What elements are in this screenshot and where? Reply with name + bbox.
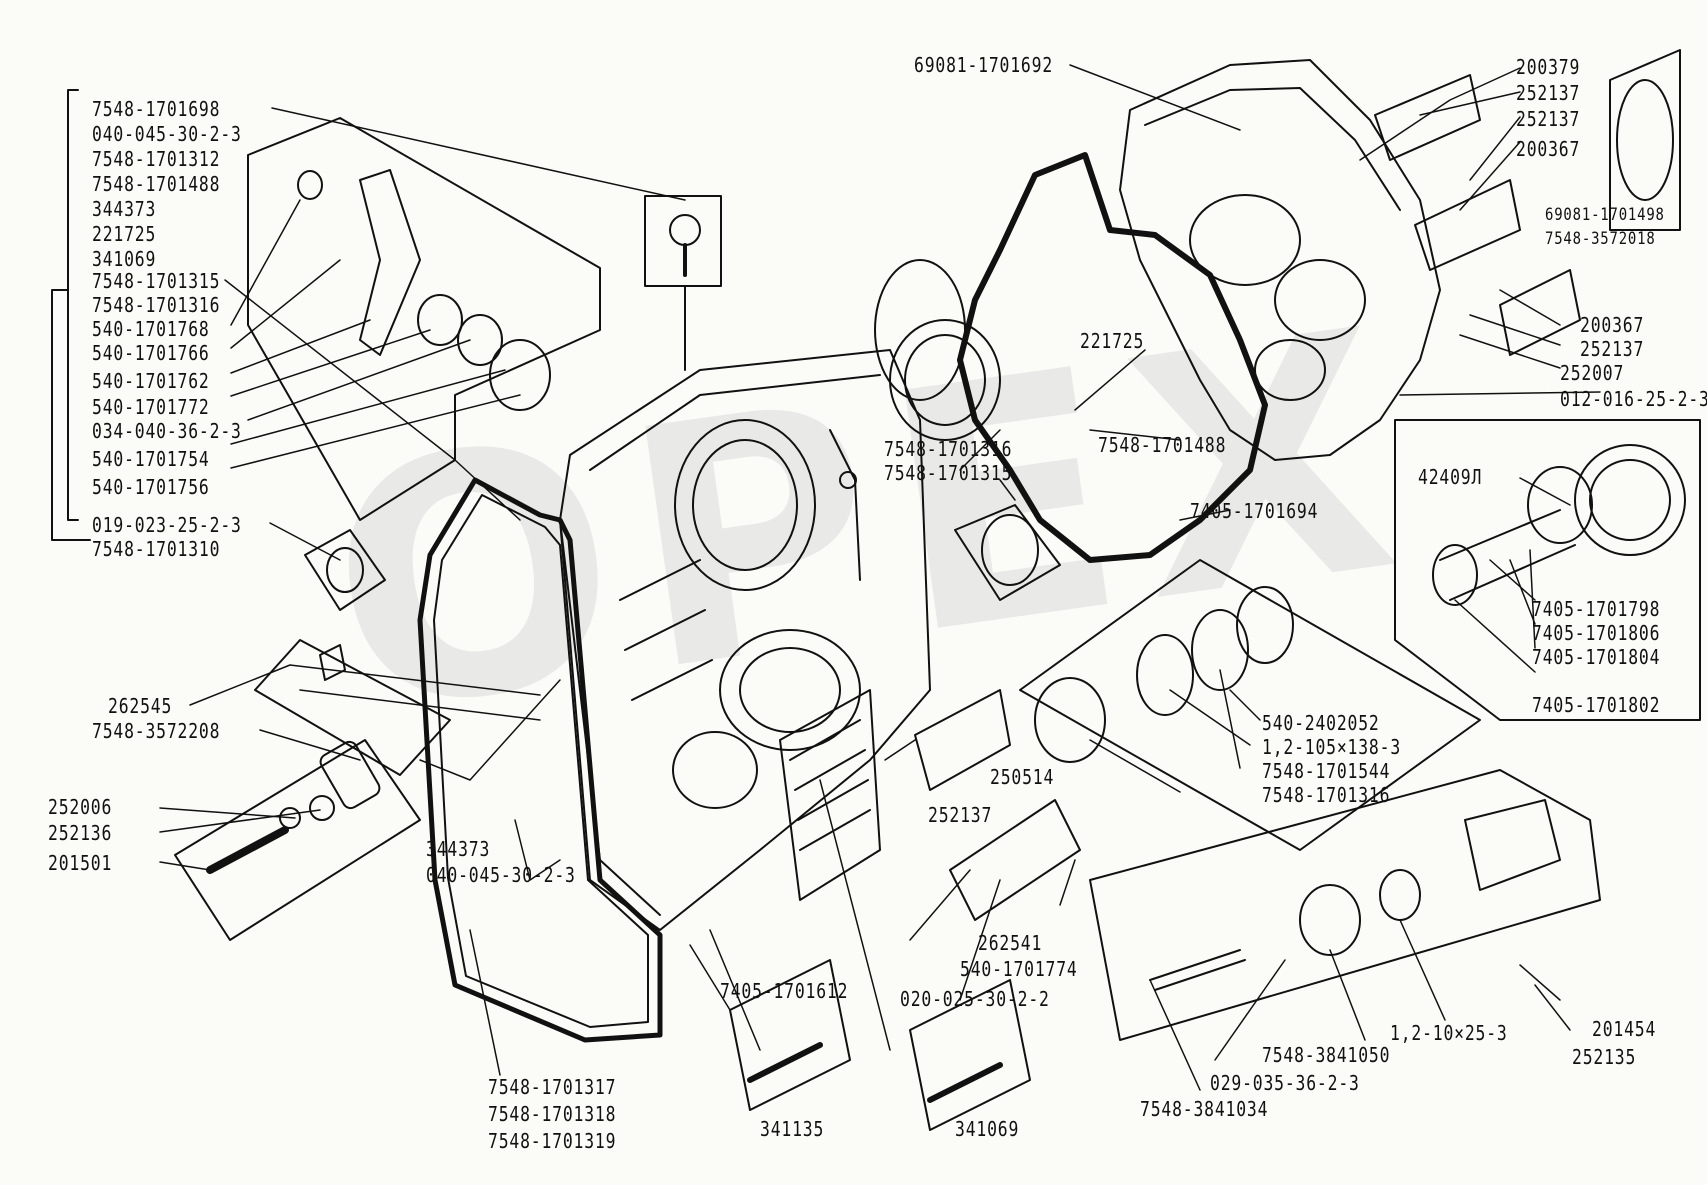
label-part-7405-1701806: 7405-1701806 (1532, 621, 1661, 645)
callout-frame-ring (304, 529, 386, 611)
callout-frame-cover-plate (1609, 49, 1681, 231)
label-part-7548-3841034: 7548-3841034 (1140, 1097, 1269, 1121)
label-part-7405-1701798: 7405-1701798 (1532, 597, 1661, 621)
label-part-040-045-30-2-3-b: 040-045-30-2-3 (426, 863, 576, 887)
label-part-7548-1701488-b: 7548-1701488 (1098, 433, 1227, 457)
rear-cover (1119, 59, 1441, 461)
label-part-7405-1701802: 7405-1701802 (1532, 693, 1661, 717)
label-part-020-025-30-2-2: 020-025-30-2-2 (900, 987, 1050, 1011)
seal-ring-7548-1701316 (889, 319, 1001, 441)
group-bracket (51, 89, 91, 541)
label-part-344373-b: 344373 (426, 837, 491, 861)
label-part-7405-1701612: 7405-1701612 (720, 979, 849, 1003)
label-part-1-2-10x25-3: 1,2-10×25-3 (1390, 1021, 1508, 1045)
label-part-252137-a: 252137 (1516, 81, 1581, 105)
label-part-252137-c: 252137 (1580, 337, 1645, 361)
label-part-7548-3572018: 7548-3572018 (1545, 229, 1656, 249)
callout-frame-plug-262541 (949, 799, 1081, 921)
label-part-7548-1701317: 7548-1701317 (488, 1075, 617, 1099)
label-part-540-1701756: 540-1701756 (92, 475, 210, 499)
label-part-201501: 201501 (48, 851, 113, 875)
label-part-7548-3572208: 7548-3572208 (92, 719, 221, 743)
label-part-221725-b: 221725 (1080, 329, 1145, 353)
label-part-7548-1701544: 7548-1701544 (1262, 759, 1391, 783)
label-part-7405-1701694: 7405-1701694 (1190, 499, 1319, 523)
label-part-7548-1701310: 7548-1701310 (92, 537, 221, 561)
callout-frame-gear-shaft (1394, 419, 1701, 721)
label-part-7548-1701316: 7548-1701316 (92, 293, 221, 317)
label-part-540-1701762: 540-1701762 (92, 369, 210, 393)
label-part-7548-1701315: 7548-1701315 (92, 269, 221, 293)
seal-ring-7548-1701315-top (874, 259, 966, 401)
callout-frame-top-left (247, 117, 601, 521)
callout-frame-seal (954, 504, 1061, 601)
label-part-012-016-25-2-3: 012-016-25-2-3 (1560, 387, 1707, 411)
label-part-69081-1701692: 69081-1701692 (914, 53, 1054, 77)
label-part-7548-1701315-b: 7548-1701315 (884, 461, 1013, 485)
callout-frame-speedometer-drive (1089, 769, 1601, 1041)
label-part-200367-a: 200367 (1516, 137, 1581, 161)
label-part-540-1701754: 540-1701754 (92, 447, 210, 471)
label-part-540-1701766: 540-1701766 (92, 341, 210, 365)
label-part-7548-1701319: 7548-1701319 (488, 1129, 617, 1153)
callout-frame-stud-341135 (729, 959, 851, 1111)
label-part-540-1701774: 540-1701774 (960, 957, 1078, 981)
label-part-029-035-36-2-3: 029-035-36-2-3 (1210, 1071, 1360, 1095)
label-part-540-2402052: 540-2402052 (1262, 711, 1380, 735)
label-part-201454: 201454 (1592, 1017, 1657, 1041)
housing-gasket-left (417, 477, 663, 1043)
label-part-034-040-36-2-3: 034-040-36-2-3 (92, 419, 242, 443)
label-part-252136: 252136 (48, 821, 113, 845)
label-part-341069-b: 341069 (955, 1117, 1020, 1141)
callout-frame-ring-set (1019, 559, 1481, 851)
label-part-252135: 252135 (1572, 1045, 1637, 1069)
callout-frame-detent (174, 739, 421, 941)
callout-frame-eyebolt (644, 195, 722, 287)
label-part-42409L: 42409Л (1418, 465, 1483, 489)
label-part-252137-b: 252137 (1516, 107, 1581, 131)
label-part-7548-1701316-c: 7548-1701316 (1262, 783, 1391, 807)
callout-frame-retaining-ring (914, 689, 1011, 791)
label-part-540-1701768: 540-1701768 (92, 317, 210, 341)
label-part-019-023-25-2-3: 019-023-25-2-3 (92, 513, 242, 537)
label-part-540-1701772: 540-1701772 (92, 395, 210, 419)
label-part-040-045-30-2-3: 040-045-30-2-3 (92, 122, 242, 146)
label-part-341135: 341135 (760, 1117, 825, 1141)
gearbox-housing (559, 349, 931, 931)
label-part-69081-1701498: 69081-1701498 (1545, 205, 1665, 225)
label-part-200367-b: 200367 (1580, 313, 1645, 337)
label-part-7548-3841050: 7548-3841050 (1262, 1043, 1391, 1067)
label-part-7405-1701804: 7405-1701804 (1532, 645, 1661, 669)
callout-frame-plug (254, 639, 451, 776)
label-part-262541: 262541 (978, 931, 1043, 955)
callout-frame-stud-341069 (909, 979, 1031, 1131)
label-part-341069: 341069 (92, 247, 157, 271)
label-part-7548-1701318: 7548-1701318 (488, 1102, 617, 1126)
label-part-252137-d: 252137 (928, 803, 993, 827)
label-part-7548-1701316-b: 7548-1701316 (884, 437, 1013, 461)
label-part-252006: 252006 (48, 795, 113, 819)
label-part-252007: 252007 (1560, 361, 1625, 385)
label-part-1-2-105x138-3: 1,2-105×138-3 (1262, 735, 1402, 759)
label-part-7548-1701698: 7548-1701698 (92, 97, 221, 121)
label-part-262545: 262545 (108, 694, 173, 718)
label-part-200379: 200379 (1516, 55, 1581, 79)
label-part-7548-1701312: 7548-1701312 (92, 147, 221, 171)
label-part-344373: 344373 (92, 197, 157, 221)
label-part-221725: 221725 (92, 222, 157, 246)
label-part-250514: 250514 (990, 765, 1055, 789)
label-part-7548-1701488: 7548-1701488 (92, 172, 221, 196)
